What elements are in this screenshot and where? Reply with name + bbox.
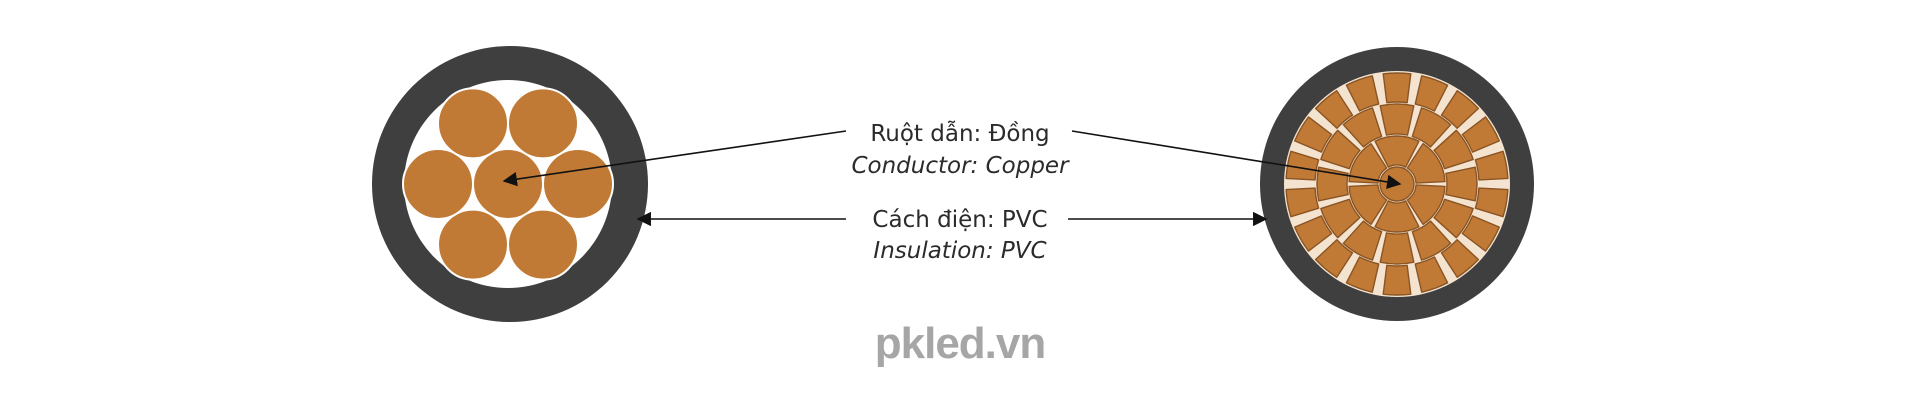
strand (1406, 142, 1446, 184)
strand (1474, 150, 1509, 181)
strand (1342, 220, 1383, 261)
strand (1294, 215, 1333, 252)
strand (1316, 166, 1349, 202)
strand (1345, 256, 1380, 293)
strand (1411, 107, 1452, 148)
arrow-conductor-left (502, 130, 847, 187)
strand (1461, 215, 1500, 252)
strand (472, 148, 544, 220)
strand (1379, 103, 1415, 136)
strand (1348, 142, 1388, 184)
strand (1433, 129, 1474, 170)
strand (1461, 116, 1500, 153)
strand (1285, 150, 1320, 181)
strand (1285, 187, 1320, 218)
arrow-conductor-right (1071, 130, 1402, 190)
strand (437, 208, 509, 281)
strand (1320, 129, 1361, 170)
strand (507, 87, 579, 160)
strand (1414, 256, 1449, 293)
strands-right (1285, 72, 1509, 296)
strand (1345, 75, 1380, 112)
strand (1406, 184, 1446, 226)
strand (1314, 239, 1354, 278)
strands-left (402, 87, 614, 281)
strand (1379, 232, 1415, 265)
insulation-label-vi: Cách điện: PVC (872, 207, 1047, 233)
strand (1374, 135, 1420, 168)
strand (1414, 75, 1449, 112)
conductor-label-en: Conductor: Copper (851, 153, 1070, 179)
insulation-label-en: Insulation: PVC (873, 238, 1046, 264)
strand (1440, 90, 1480, 129)
strand (1445, 166, 1478, 202)
cable-left (372, 46, 648, 322)
strand (1411, 220, 1452, 261)
watermark-text: pkled.vn (875, 319, 1046, 368)
strand (1433, 198, 1474, 239)
conductor-label-vi: Ruột dẫn: Đồng (870, 119, 1049, 147)
strand (1348, 184, 1388, 226)
strand (1382, 72, 1412, 104)
strand (1474, 187, 1509, 218)
strand (1320, 198, 1361, 239)
strand (402, 148, 474, 220)
strand (437, 87, 509, 160)
strand (1294, 116, 1333, 153)
strand (1382, 264, 1412, 296)
strand (542, 148, 614, 220)
strand (507, 208, 579, 281)
strand (1440, 239, 1480, 278)
strand (1374, 200, 1420, 233)
strand (1314, 90, 1354, 129)
strand (1342, 107, 1383, 148)
